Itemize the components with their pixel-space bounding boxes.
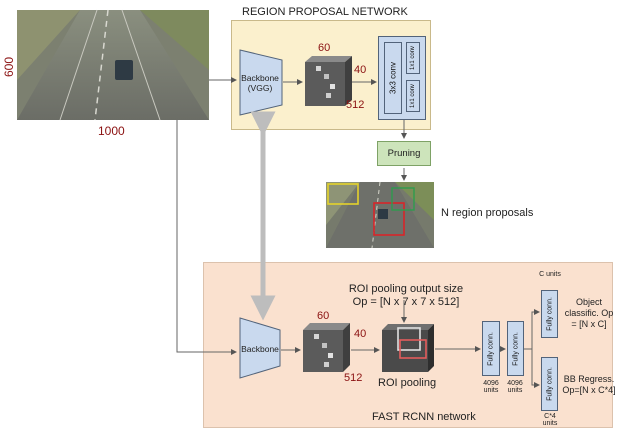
- roi-output-size-line1: ROI pooling output size: [348, 283, 464, 295]
- image-width-label: 1000: [98, 124, 125, 138]
- fast-feature-map: [303, 323, 350, 372]
- proposals-image: [326, 181, 434, 249]
- fc2-units: 4096 units: [507, 380, 523, 394]
- fast-dim-top: 60: [317, 310, 330, 322]
- fc-reg-block: Fully conn.: [541, 357, 558, 411]
- rpn-dim-top: 60: [318, 42, 331, 54]
- conv1x1-label-b: 1x1 conv: [410, 83, 416, 109]
- fast-rcnn-title: FAST RCNN network: [372, 411, 476, 423]
- fc-cls-block: Fully conn.: [541, 290, 558, 338]
- fast-backbone-label: Backbone: [241, 344, 279, 354]
- fast-dim-side: 40: [354, 328, 367, 340]
- fc-reg-label: Fully conn.: [546, 367, 553, 401]
- reg-output-label: BB Regress. Op=[N x C*4]: [562, 374, 616, 395]
- fc2-label: Fully conn.: [512, 331, 519, 366]
- fast-dim-depth: 512: [344, 372, 363, 384]
- proposals-label: N region proposals: [441, 207, 534, 219]
- conv1x1-block-b: 1x1 conv: [406, 80, 420, 112]
- fc1-label: Fully conn.: [487, 331, 495, 366]
- rpn-feature-map: [305, 56, 352, 106]
- rpn-title: REGION PROPOSAL NETWORK: [242, 6, 408, 18]
- reg-units: C*4 units: [542, 413, 558, 427]
- fast-backbone-shape: [239, 317, 281, 379]
- conv3x3-label: 3x3 conv: [388, 61, 398, 95]
- conv1x1-block-a: 1x1 conv: [406, 42, 420, 74]
- conv3x3-block: 3x3 conv: [384, 42, 402, 114]
- fc2-block: Fully conn.: [507, 321, 524, 376]
- roi-pooling-cube: [382, 324, 434, 372]
- pruning-box: Pruning: [377, 141, 431, 166]
- roi-pooling-label: ROI pooling: [378, 377, 437, 389]
- conv1x1-label-a: 1x1 conv: [410, 45, 416, 71]
- input-road-image: [17, 9, 209, 121]
- roi-output-size-line2: Op = [N x 7 x 7 x 512]: [352, 296, 460, 308]
- rpn-backbone-shape: [239, 49, 283, 116]
- cls-output-label: Object classific. Op = [N x C]: [564, 297, 614, 329]
- fc1-units: 4096 units: [483, 380, 499, 394]
- roi-output-size: ROI pooling output size Op = [N x 7 x 7 …: [316, 283, 496, 309]
- rpn-dim-side: 40: [354, 64, 367, 76]
- fc-cls-label: Fully conn.: [546, 297, 553, 331]
- rpn-dim-depth: 512: [346, 99, 365, 111]
- rpn-backbone-label: Backbone (VGG): [241, 73, 279, 93]
- fc1-block: Fully conn.: [482, 321, 500, 376]
- image-height-label: 600: [2, 56, 16, 77]
- cls-units: C units: [539, 271, 561, 278]
